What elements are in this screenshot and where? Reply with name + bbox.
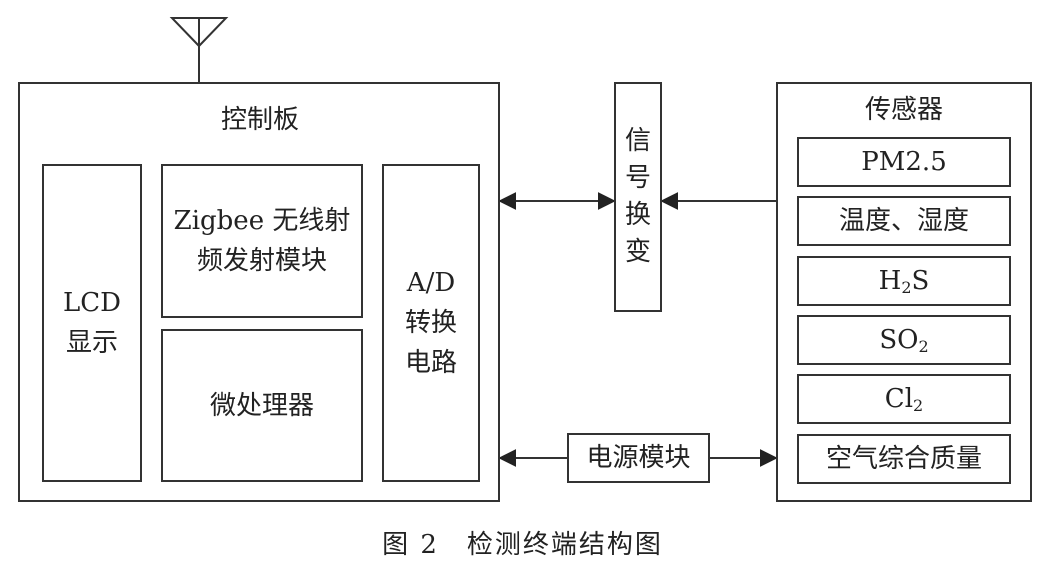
microprocessor-block: 微处理器	[161, 329, 363, 482]
zigbee-module-block: Zigbee 无线射 频发射模块	[161, 164, 363, 318]
power-module-label: 电源模块	[586, 443, 691, 473]
sensor-item-so2: SO2	[797, 315, 1011, 365]
sensor-air-quality-label: 空气综合质量	[825, 444, 982, 474]
zigbee-line2: 频发射模块	[196, 246, 327, 276]
adc-block: A/D 转换 电路	[382, 164, 480, 482]
sensor-so2-label: SO2	[879, 325, 929, 356]
sensor-temp-humidity-label: 温度、湿度	[838, 206, 969, 236]
microprocessor-label: 微处理器	[209, 390, 314, 421]
adc-line1: A/D	[406, 268, 456, 298]
adc-line3: 电路	[404, 348, 457, 378]
sensor-item-air-quality: 空气综合质量	[797, 434, 1011, 484]
control-board-title: 控制板	[220, 105, 299, 135]
sensor-pm25-label: PM2.5	[861, 147, 947, 177]
power-module-block: 电源模块	[567, 433, 710, 483]
adc-line2: 转换	[404, 308, 457, 338]
signal-char-1: 信	[624, 126, 651, 156]
sensor-item-temp-humidity: 温度、湿度	[797, 196, 1011, 246]
sensor-cl2-label: Cl2	[884, 384, 924, 415]
lcd-line2: 显示	[65, 328, 118, 358]
signal-char-3: 换	[624, 200, 651, 230]
lcd-line1: LCD	[62, 288, 121, 318]
sensor-h2s-label: H2S	[878, 266, 930, 297]
signal-conversion-block: 信 号 换 变	[614, 82, 662, 312]
signal-char-2: 号	[624, 163, 651, 193]
lcd-display-block: LCD 显示	[42, 164, 142, 482]
figure-caption: 图 2 检测终端结构图	[382, 530, 663, 560]
sensor-item-h2s: H2S	[797, 256, 1011, 306]
signal-char-4: 变	[624, 237, 651, 267]
sensor-item-pm25: PM2.5	[797, 137, 1011, 187]
sensor-group-title: 传感器	[864, 95, 943, 125]
zigbee-line1: Zigbee 无线射	[173, 206, 351, 236]
sensor-item-cl2: Cl2	[797, 374, 1011, 424]
